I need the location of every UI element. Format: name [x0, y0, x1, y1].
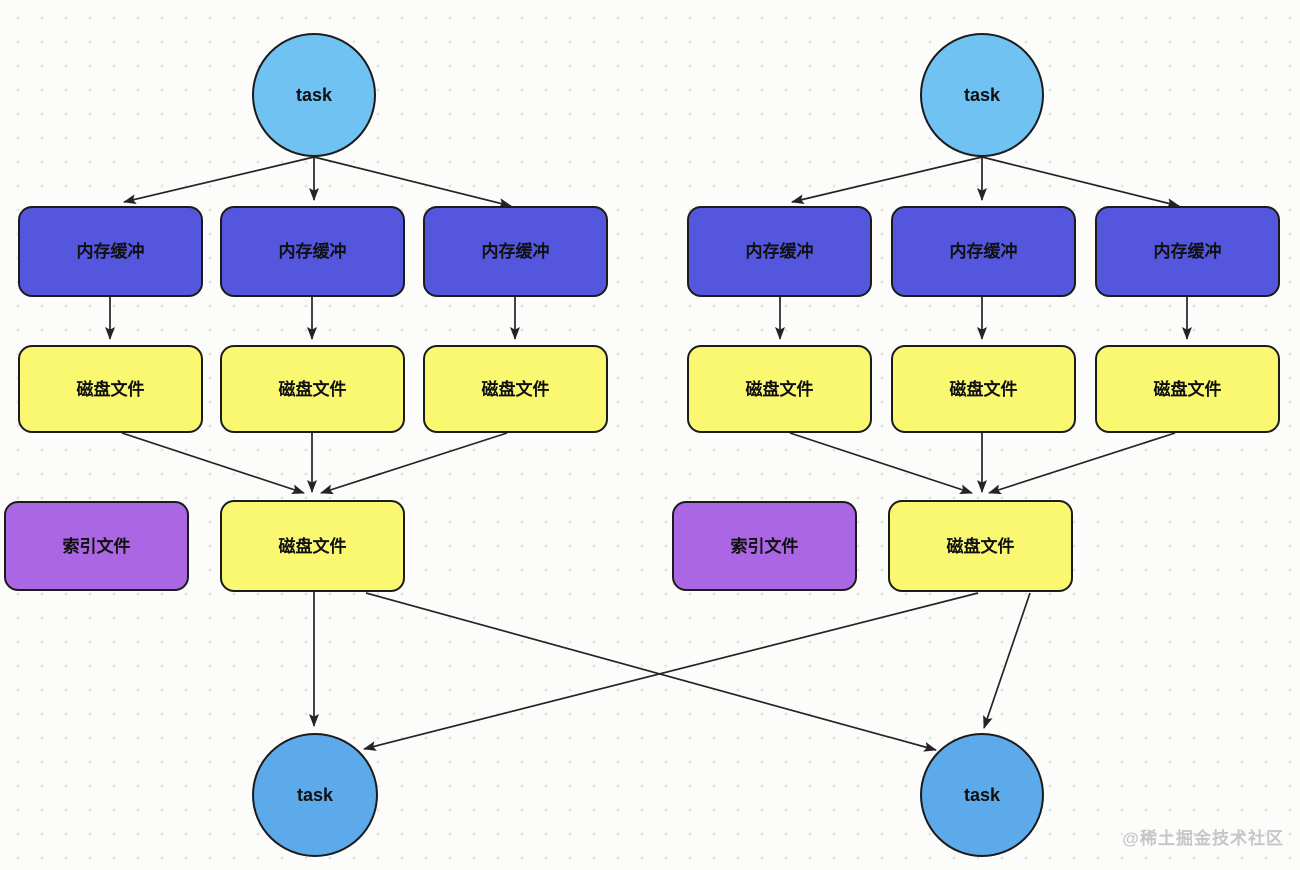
- disk-file-right-2-node: 磁盘文件: [891, 345, 1076, 433]
- edge-merged-right-to-task-bottom-left: [363, 592, 979, 751]
- memory-buffer-left-3-node: 内存缓冲: [423, 206, 608, 297]
- index-file-right-label: 索引文件: [730, 536, 799, 556]
- index-file-left-node: 索引文件: [4, 501, 189, 591]
- index-file-right-node: 索引文件: [672, 501, 857, 591]
- task-source-right-label: task: [963, 85, 1001, 105]
- disk-file-left-3-label: 磁盘文件: [481, 379, 550, 399]
- edge-task-left-to-buffer-3: [313, 156, 512, 208]
- merged-disk-file-left-label: 磁盘文件: [278, 536, 347, 556]
- memory-buffer-right-3-node: 内存缓冲: [1095, 206, 1280, 297]
- edge-task-right-to-buffer-3: [981, 156, 1180, 208]
- memory-buffer-left-2-label: 内存缓冲: [278, 242, 347, 261]
- edge-merged-right-to-task-bottom-right: [983, 592, 1031, 729]
- task-sink-left-node: task: [252, 733, 378, 857]
- memory-buffer-left-1-node: 内存缓冲: [18, 206, 203, 297]
- disk-file-right-1-node: 磁盘文件: [687, 345, 872, 433]
- edge-disk-right-3-to-merged: [988, 432, 1176, 495]
- task-source-left-label: task: [295, 85, 333, 105]
- merged-disk-file-right-label: 磁盘文件: [946, 536, 1015, 556]
- edge-disk-left-1-to-merged: [121, 432, 305, 494]
- memory-buffer-right-2-node: 内存缓冲: [891, 206, 1076, 297]
- edge-merged-left-to-task-bottom-right: [365, 592, 937, 752]
- disk-file-right-1-label: 磁盘文件: [745, 379, 814, 399]
- disk-file-left-1-label: 磁盘文件: [76, 379, 145, 399]
- task-sink-right-label: task: [963, 785, 1001, 805]
- memory-buffer-right-1-node: 内存缓冲: [687, 206, 872, 297]
- edge-task-left-to-buffer-1: [123, 156, 315, 205]
- disk-file-left-3-node: 磁盘文件: [423, 345, 608, 433]
- edge-disk-left-3-to-merged: [320, 432, 508, 495]
- index-file-left-label: 索引文件: [62, 536, 131, 556]
- disk-file-right-2-label: 磁盘文件: [949, 379, 1018, 399]
- memory-buffer-left-1-label: 内存缓冲: [76, 242, 145, 261]
- memory-buffer-right-2-label: 内存缓冲: [949, 242, 1018, 261]
- task-sink-right-node: task: [920, 733, 1044, 857]
- memory-buffer-left-3-label: 内存缓冲: [481, 242, 550, 261]
- memory-buffer-left-2-node: 内存缓冲: [220, 206, 405, 297]
- merged-disk-file-right-node: 磁盘文件: [888, 500, 1073, 592]
- watermark: @稀土掘金技术社区: [1122, 829, 1284, 848]
- disk-file-left-2-node: 磁盘文件: [220, 345, 405, 433]
- memory-buffer-right-1-label: 内存缓冲: [745, 242, 814, 261]
- memory-buffer-right-3-label: 内存缓冲: [1153, 242, 1222, 261]
- disk-file-right-3-node: 磁盘文件: [1095, 345, 1280, 433]
- task-source-right-node: task: [920, 33, 1044, 157]
- disk-file-left-2-label: 磁盘文件: [278, 379, 347, 399]
- edge-task-right-to-buffer-1: [791, 156, 983, 205]
- task-sink-left-label: task: [296, 785, 334, 805]
- task-source-left-node: task: [252, 33, 376, 157]
- merged-disk-file-left-node: 磁盘文件: [220, 500, 405, 592]
- disk-file-left-1-node: 磁盘文件: [18, 345, 203, 433]
- edge-disk-right-1-to-merged: [789, 432, 973, 494]
- disk-file-right-3-label: 磁盘文件: [1153, 379, 1222, 399]
